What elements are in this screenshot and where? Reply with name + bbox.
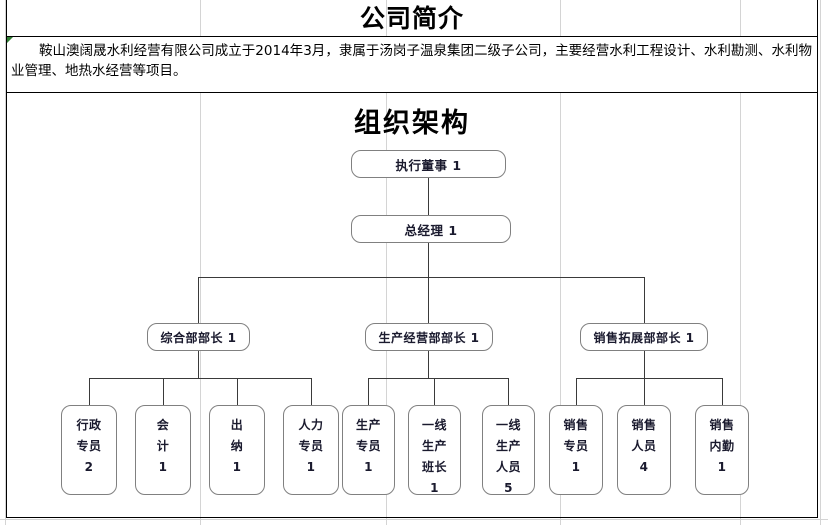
- connector-dept3-drop: [644, 351, 645, 378]
- intro-paragraph-text: 鞍山澳阔晟水利经营有限公司成立于2014年3月，隶属于汤岗子温泉集团二级子公司，…: [11, 43, 812, 79]
- node-staff-sales-specialist[interactable]: 销售 专员 1: [549, 405, 603, 495]
- node-label: 销售拓展部部长 1: [593, 330, 695, 345]
- leaf-line-1: 出: [230, 418, 244, 432]
- connector-dept3-bus: [576, 378, 723, 379]
- leaf-count: 1: [430, 481, 439, 495]
- connector-dept3-leaf-2: [644, 378, 645, 405]
- node-staff-sales-support[interactable]: 销售 内勤 1: [695, 405, 749, 495]
- node-label: 综合部部长 1: [160, 330, 237, 345]
- grid-line-vertical: [820, 0, 821, 525]
- connector-dept3-leaf-1: [576, 378, 577, 405]
- comment-indicator-icon: [7, 37, 13, 43]
- node-leaf-text: 销售 专员 1: [563, 415, 588, 478]
- leaf-line-3: 人员: [495, 460, 521, 474]
- leaf-line-2: 生产: [495, 439, 521, 453]
- org-chart-area: 组织架构 执行董事 1 总经理 1 综合部部长 1 生产经营部部长 1 销售拓展…: [6, 93, 818, 518]
- leaf-line-1: 行政: [76, 418, 102, 432]
- connector-gm-to-bus: [428, 243, 429, 277]
- node-department-production[interactable]: 生产经营部部长 1: [365, 323, 493, 351]
- node-label: 生产经营部部长 1: [378, 330, 480, 345]
- node-leaf-text: 出 纳 1: [231, 415, 244, 478]
- connector-dept1-leaf-3: [237, 378, 238, 405]
- connector-executive-to-gm: [428, 178, 429, 215]
- connector-department-bus: [198, 277, 645, 278]
- leaf-count: 2: [84, 460, 94, 474]
- node-leaf-text: 生产 专员 1: [356, 415, 381, 478]
- node-leaf-text: 会 计 1: [157, 415, 170, 478]
- node-leaf-text: 一线 生产 人员 5: [496, 415, 521, 499]
- leaf-count: 1: [306, 460, 316, 474]
- leaf-line-2: 计: [156, 439, 170, 453]
- leaf-line-2: 专员: [355, 439, 381, 453]
- document-frame: [6, 0, 818, 518]
- connector-dept1-leaf-2: [163, 378, 164, 405]
- leaf-line-1: 销售: [631, 418, 657, 432]
- leaf-count: 5: [504, 481, 513, 495]
- leaf-line-3: 班长: [421, 460, 447, 474]
- grid-line-vertical: [5, 0, 6, 525]
- connector-dept2-leaf-2: [434, 378, 435, 405]
- connector-dept1-drop: [198, 351, 199, 378]
- leaf-line-2: 专员: [563, 439, 589, 453]
- leaf-count: 1: [158, 460, 168, 474]
- leaf-line-2: 生产: [421, 439, 447, 453]
- leaf-line-1: 一线: [495, 418, 521, 432]
- node-staff-sales-personnel[interactable]: 销售 人员 4: [617, 405, 671, 495]
- node-department-comprehensive[interactable]: 综合部部长 1: [147, 323, 250, 351]
- leaf-count: 1: [717, 460, 727, 474]
- connector-dept2-leaf-1: [368, 378, 369, 405]
- header-cell: 公司简介: [6, 0, 818, 36]
- leaf-line-2: 纳: [230, 439, 244, 453]
- connector-dept1-leaf-1: [89, 378, 90, 405]
- node-staff-production-specialist[interactable]: 生产 专员 1: [342, 405, 395, 495]
- node-staff-frontline-production-worker[interactable]: 一线 生产 人员 5: [482, 405, 535, 495]
- leaf-line-1: 人力: [298, 418, 324, 432]
- leaf-line-2: 专员: [76, 439, 102, 453]
- leaf-line-1: 一线: [421, 418, 447, 432]
- node-department-sales[interactable]: 销售拓展部部长 1: [580, 323, 708, 351]
- page-title: 公司简介: [359, 3, 464, 33]
- node-leaf-text: 人力 专员 1: [298, 415, 323, 478]
- node-staff-frontline-production-leader[interactable]: 一线 生产 班长 1: [408, 405, 461, 495]
- leaf-line-2: 人员: [631, 439, 657, 453]
- connector-bus-to-dept-1: [198, 277, 199, 323]
- leaf-line-2: 内勤: [709, 439, 735, 453]
- node-label: 总经理 1: [404, 222, 458, 238]
- connector-dept1-bus: [89, 378, 312, 379]
- connector-bus-to-dept-3: [644, 277, 645, 323]
- connector-dept1-leaf-4: [311, 378, 312, 405]
- node-staff-accountant[interactable]: 会 计 1: [135, 405, 191, 495]
- node-label: 执行董事 1: [395, 157, 462, 173]
- grid-line-vertical: [386, 0, 387, 525]
- connector-dept3-leaf-3: [722, 378, 723, 405]
- connector-dept2-drop: [428, 351, 429, 378]
- leaf-count: 1: [232, 460, 242, 474]
- grid-line-horizontal: [0, 519, 828, 520]
- node-staff-administrative-specialist[interactable]: 行政 专员 2: [61, 405, 117, 495]
- leaf-line-1: 销售: [709, 418, 735, 432]
- leaf-count: 1: [364, 460, 373, 474]
- node-staff-hr-specialist[interactable]: 人力 专员 1: [283, 405, 339, 495]
- grid-line-vertical: [740, 0, 741, 525]
- node-leaf-text: 销售 内勤 1: [709, 415, 734, 478]
- node-executive-director[interactable]: 执行董事 1: [351, 150, 506, 178]
- connector-dept2-leaf-3: [508, 378, 509, 405]
- connector-bus-to-dept-2: [428, 277, 429, 323]
- node-staff-cashier[interactable]: 出 纳 1: [209, 405, 265, 495]
- grid-line-vertical: [200, 0, 201, 525]
- node-leaf-text: 销售 人员 4: [631, 415, 656, 478]
- leaf-line-1: 生产: [355, 418, 381, 432]
- leaf-count: 4: [639, 460, 649, 474]
- org-chart-title: 组织架构: [354, 108, 470, 139]
- leaf-count: 1: [571, 460, 581, 474]
- connector-dept2-bus: [368, 378, 509, 379]
- leaf-line-2: 专员: [298, 439, 324, 453]
- grid-line-vertical: [560, 0, 561, 525]
- intro-paragraph-cell[interactable]: 鞍山澳阔晟水利经营有限公司成立于2014年3月，隶属于汤岗子温泉集团二级子公司，…: [6, 36, 818, 93]
- leaf-line-1: 会: [156, 418, 170, 432]
- node-leaf-text: 行政 专员 2: [76, 415, 101, 478]
- leaf-line-1: 销售: [563, 418, 589, 432]
- node-general-manager[interactable]: 总经理 1: [351, 215, 511, 243]
- node-leaf-text: 一线 生产 班长 1: [422, 415, 447, 499]
